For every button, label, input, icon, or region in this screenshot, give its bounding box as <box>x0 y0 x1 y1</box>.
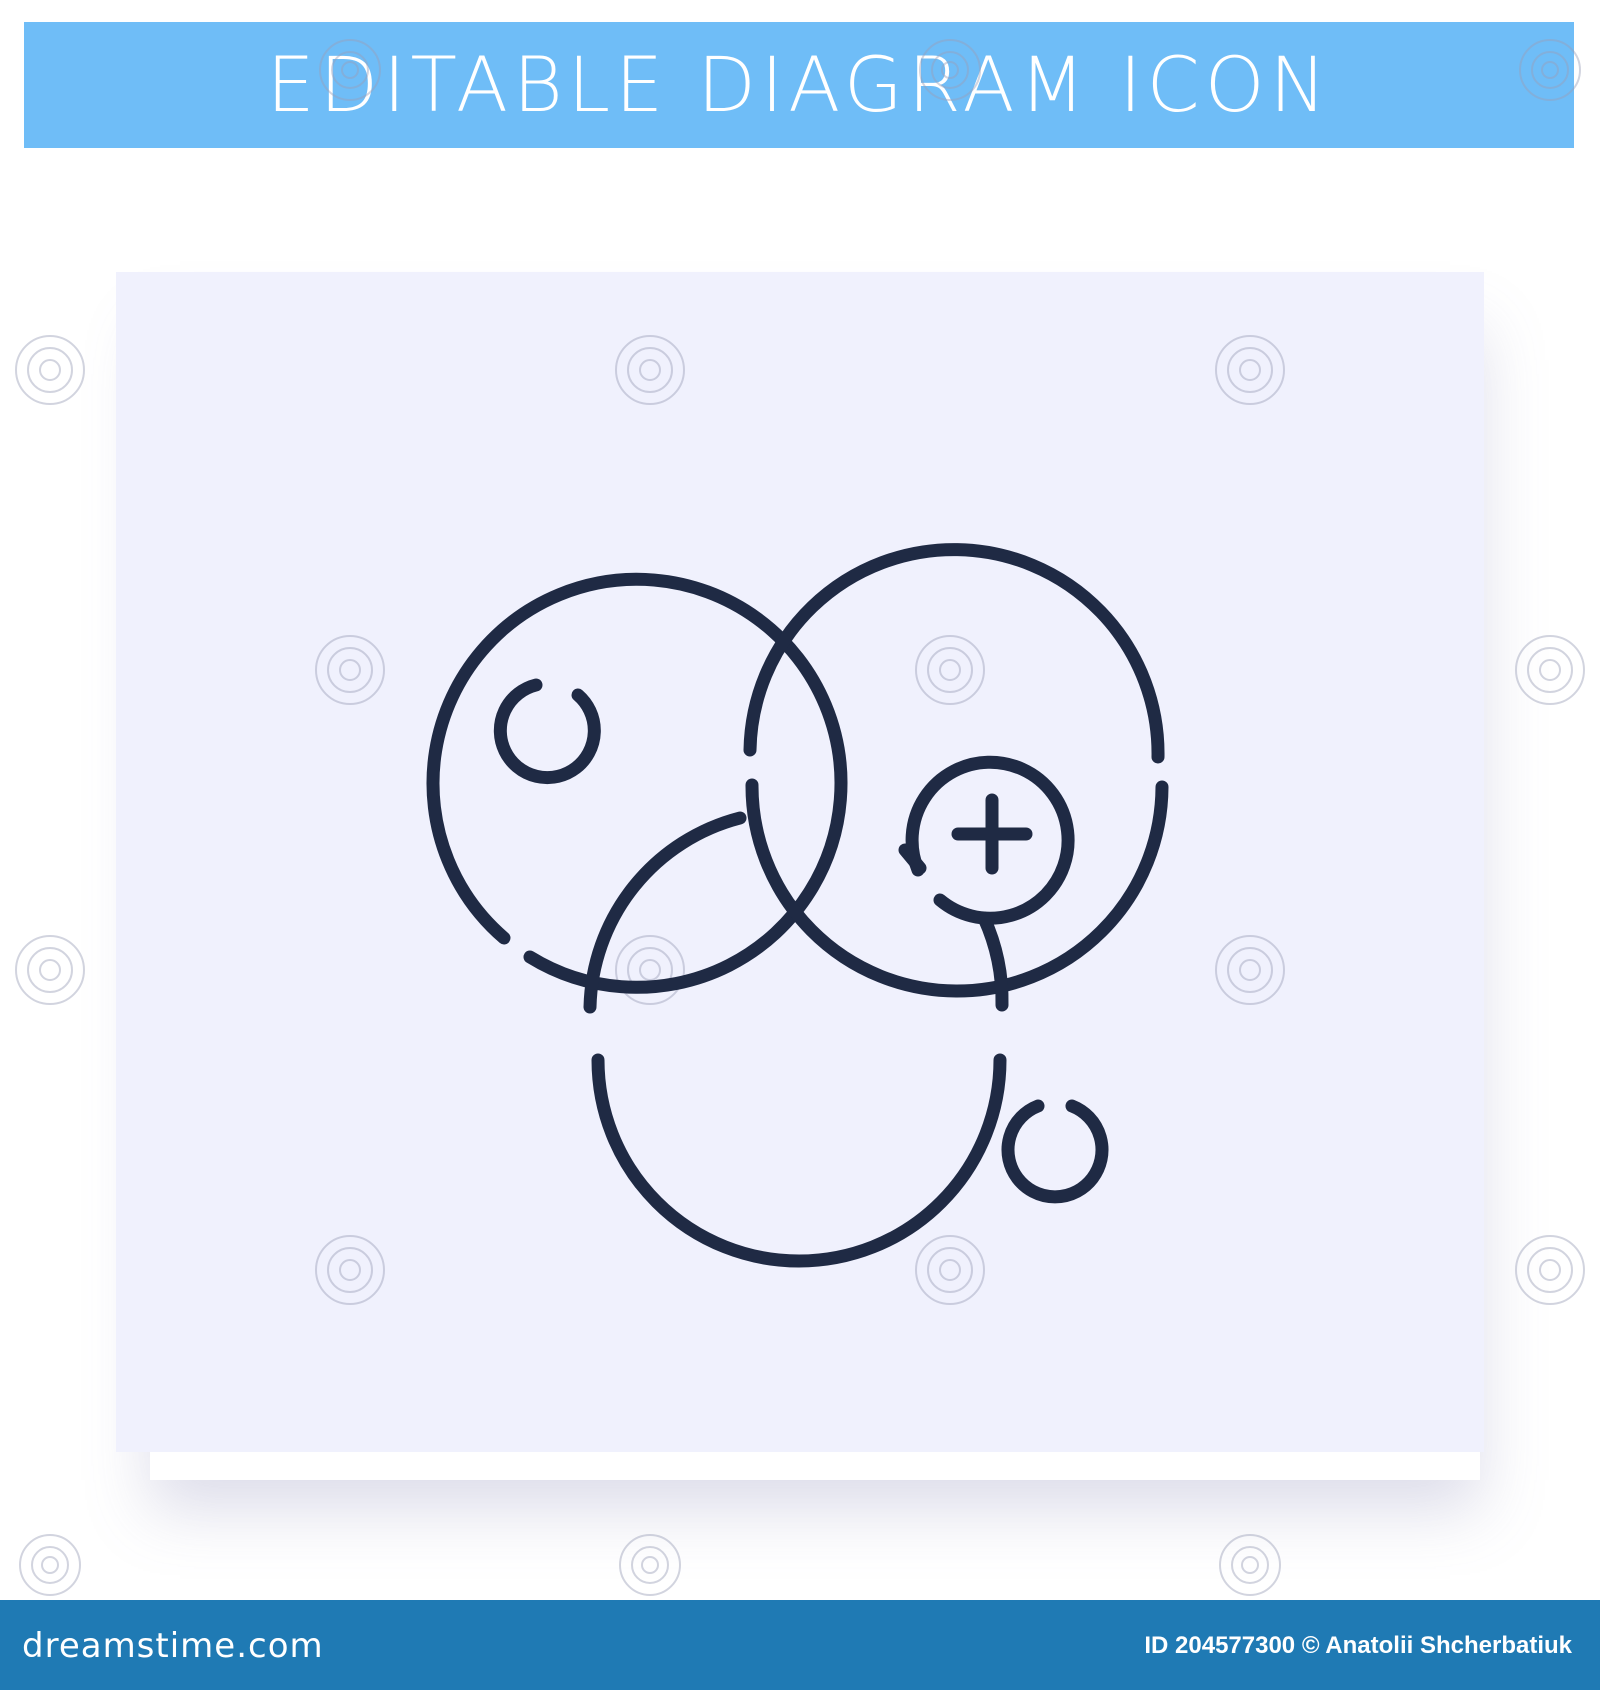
venn-circle-right <box>743 543 1165 764</box>
spiral-watermark-icon <box>915 635 985 705</box>
spiral-watermark-icon <box>315 635 385 705</box>
spiral-watermark-icon <box>919 39 981 101</box>
venn-circle-right-lower <box>745 778 1169 998</box>
spiral-watermark-icon <box>15 935 85 1005</box>
spiral-watermark-icon <box>615 335 685 405</box>
venn-circle-bottom-lower <box>591 1053 1007 1268</box>
watermark-layer <box>15 39 1585 1596</box>
venn-circle-bottom-arc <box>977 911 1009 1012</box>
footer-logo: dreamstime.com <box>22 1626 324 1666</box>
plus-badge <box>905 755 1075 925</box>
spiral-watermark-icon <box>319 39 381 101</box>
spiral-watermark-icon <box>915 1235 985 1305</box>
footer-bar: dreamstime.com ID 204577300 © Anatolii S… <box>0 1600 1600 1690</box>
spiral-watermark-icon <box>1215 335 1285 405</box>
spiral-watermark-icon <box>1515 635 1585 705</box>
spiral-watermark-icon <box>1219 1534 1281 1596</box>
spiral-watermark-icon <box>1515 1235 1585 1305</box>
small-ring-bottom-right <box>1001 1099 1109 1204</box>
venn-circle-left <box>426 572 848 994</box>
banner-title: EDITABLE DIAGRAM ICON <box>266 40 1332 129</box>
title-banner: EDITABLE DIAGRAM ICON <box>24 22 1574 148</box>
spiral-watermark-icon <box>15 335 85 405</box>
spiral-watermark-icon <box>19 1534 81 1596</box>
spiral-watermark-icon <box>1519 39 1581 101</box>
small-ring-top-left <box>493 678 601 785</box>
footer-credit: ID 204577300 © Anatolii Shcherbatiuk <box>1144 1632 1572 1659</box>
spiral-watermark-icon <box>315 1235 385 1305</box>
venn-circle-bottom <box>583 811 747 1014</box>
spiral-watermark-icon <box>619 1534 681 1596</box>
spiral-watermark-icon <box>1215 935 1285 1005</box>
venn-diagram-icon <box>426 543 1169 1268</box>
